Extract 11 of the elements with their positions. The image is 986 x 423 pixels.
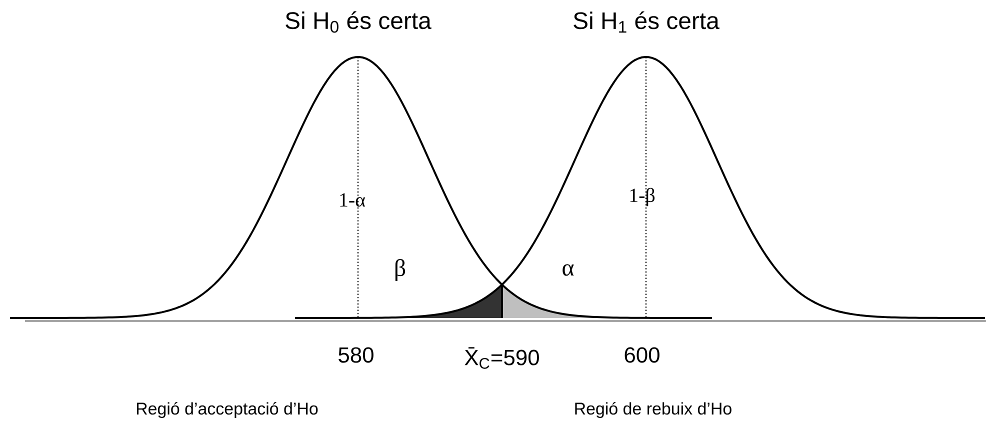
curve-heading: Si H$_{0}$ és certa <box>286 11 432 33</box>
probability-label: 1-α <box>340 193 366 207</box>
curve-heading: Si H$_{1}$ és certa <box>574 11 720 33</box>
probability-label: β <box>395 259 406 281</box>
axis-value: 580 <box>338 347 374 363</box>
axis-value: 600 <box>624 347 660 363</box>
region-label: Regió de rebuix d’Ho <box>575 402 732 418</box>
probability-label: 1-β <box>630 188 655 206</box>
probability-label: α <box>562 264 574 276</box>
region-label: Regió d’acceptació d’Ho <box>136 402 318 418</box>
axis-value: X̄$_{C}$=590 <box>464 347 539 369</box>
